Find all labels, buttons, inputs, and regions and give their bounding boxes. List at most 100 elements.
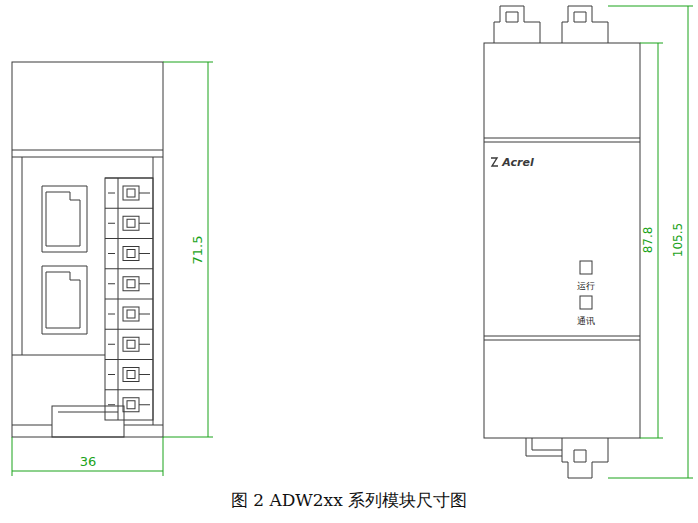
terminal-block-part-part [127, 340, 135, 348]
rj45-port [42, 186, 87, 334]
front-view-housing [484, 43, 640, 438]
terminal-block-part-part [105, 178, 153, 179]
front-view-housing-part [484, 340, 640, 341]
side-view-housing-part [22, 157, 23, 355]
dimension-line-part [208, 62, 209, 437]
terminal-block-part-part [127, 310, 135, 318]
terminal-block [105, 178, 153, 420]
terminal-block-part-part [127, 250, 135, 258]
rj45-port-part [42, 266, 87, 334]
terminal-block-part [105, 360, 153, 382]
dimension-line-part [12, 437, 13, 476]
dimension-line-part [163, 437, 164, 476]
terminal-block-part-part [108, 404, 115, 405]
front-view-housing-part [484, 43, 640, 438]
terminal-block-part-part [105, 389, 153, 390]
terminal-block-part [105, 178, 153, 200]
terminal-block-part-part [105, 238, 153, 239]
terminal-block-part-part [139, 223, 150, 224]
terminal-block-part-part [108, 283, 115, 284]
terminal-block-part-part [127, 371, 135, 379]
terminal-block-part-part [139, 404, 150, 405]
dimension-line-part [12, 471, 163, 472]
terminal-block-part-part [123, 216, 139, 230]
terminal-block-part-part [123, 368, 139, 382]
dimension-line-part [658, 43, 659, 438]
rj45-port-part [46, 272, 80, 328]
terminal-block-part-part [105, 299, 153, 300]
rj45-port-part [46, 192, 80, 246]
terminal-block-part-part [139, 193, 150, 194]
terminal-block-part-part [105, 268, 153, 269]
terminal-block-part [105, 390, 153, 412]
dimension-line-part [163, 437, 213, 438]
terminal-block-part-part [123, 307, 139, 321]
plug-connector-part [574, 450, 586, 462]
dimension-line-part [640, 43, 663, 44]
side-view-housing-part [12, 425, 52, 426]
dimension-value: 105.5 [672, 223, 684, 257]
terminal-block-part [105, 208, 153, 230]
terminal-block-part-part [105, 329, 153, 330]
front-view-housing-part [484, 138, 640, 139]
plug-connector [494, 6, 608, 478]
terminal-block-part-part [139, 253, 150, 254]
terminal-block-part-part [139, 374, 150, 375]
indicator-label: 运行 [577, 282, 595, 291]
terminal-block-part-part [127, 401, 135, 409]
side-view-housing-part [12, 150, 163, 151]
terminal-block-part-part [123, 186, 139, 200]
side-view-housing-part [12, 157, 163, 158]
side-view-housing-part [124, 425, 163, 426]
terminal-block-part-part [123, 398, 139, 412]
dimension-line-part [608, 478, 693, 479]
front-view-housing-part [484, 142, 640, 143]
side-view-housing-part [12, 62, 163, 437]
figure-caption: 图 2 ADW2xx 系列模块尺寸图 [231, 492, 467, 509]
logo-mark [491, 158, 498, 166]
terminal-block-part-part [105, 208, 153, 209]
plug-connector-part [526, 438, 562, 456]
indicator-led-part [580, 261, 592, 274]
terminal-block-part-part [108, 314, 115, 315]
terminal-block-part [105, 269, 153, 291]
din-clip-part [58, 412, 118, 413]
dimension-line-part [640, 438, 663, 439]
rj45-port-part [42, 186, 87, 252]
terminal-block-part-part [127, 189, 135, 197]
terminal-block-part-part [139, 283, 150, 284]
terminal-block-part-part [123, 247, 139, 261]
terminal-block-part [105, 239, 153, 261]
plug-connector-part [574, 12, 586, 22]
logo-mark-part [491, 158, 498, 166]
terminal-block-part [105, 178, 153, 420]
side-view-housing [12, 62, 163, 437]
terminal-block-part-part [108, 344, 115, 345]
terminal-block-part-part [108, 253, 115, 254]
dimension-value: 87.8 [642, 227, 654, 254]
terminal-block-part-part [105, 359, 153, 360]
din-clip-part [52, 406, 124, 437]
brand-logo: Acrel [502, 157, 533, 168]
terminal-block-part-part [108, 374, 115, 375]
plug-connector-part [562, 6, 608, 43]
terminal-block-part [105, 299, 153, 321]
terminal-block-part-part [139, 314, 150, 315]
dimension-value: 71.5 [191, 236, 204, 265]
terminal-block-part-part [127, 219, 135, 227]
dimension-line-part [608, 6, 693, 7]
terminal-block-part-part [123, 337, 139, 351]
terminal-block-part-part [127, 280, 135, 288]
plug-connector-part [532, 438, 562, 450]
terminal-block-part-part [108, 193, 115, 194]
front-view-housing-part [484, 336, 640, 337]
indicator-label: 通讯 [577, 317, 595, 326]
terminal-block-part-part [139, 344, 150, 345]
plug-connector-part [506, 12, 518, 22]
dimension-line [12, 6, 693, 478]
indicator-led-part [580, 296, 592, 309]
side-view-housing-part [12, 355, 105, 356]
dimension-line-part [688, 6, 689, 478]
din-clip [52, 406, 124, 437]
